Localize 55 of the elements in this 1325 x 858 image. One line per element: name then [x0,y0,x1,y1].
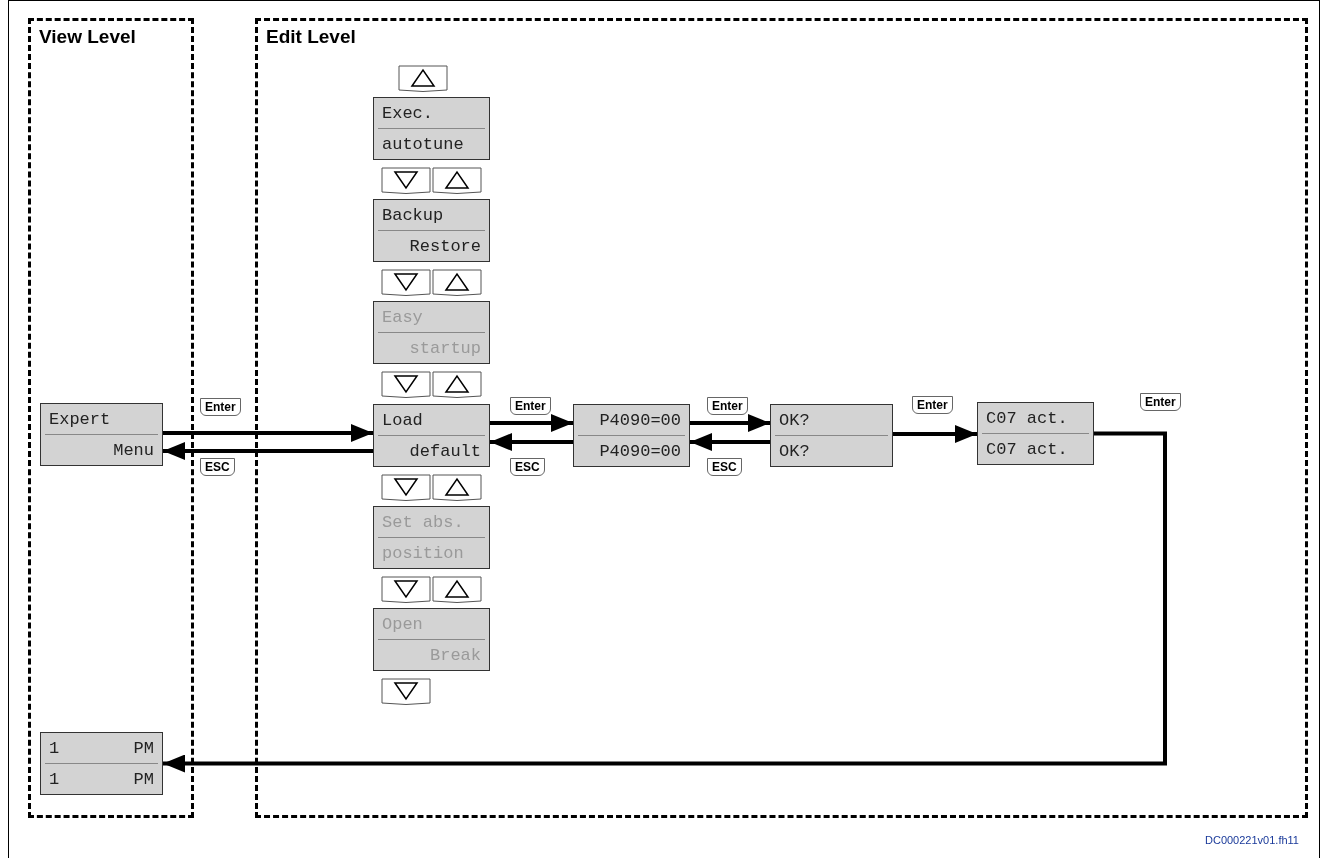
display-box [573,404,690,467]
display-text: Open [381,615,424,633]
display-text: Exec. [381,104,434,122]
arrow [490,414,573,432]
display-text: OK? [778,442,811,460]
display-text: Set abs. [381,513,465,531]
arrow [163,424,373,442]
display-box [770,404,893,467]
display-text: 1 [48,739,61,757]
display-text: C07 act. [985,409,1069,427]
key-label: Enter [510,397,551,415]
region-title: View Level [39,25,136,49]
display-text: Restore [408,237,482,255]
display-text: P4090=00 [598,442,682,460]
display-box [977,402,1094,465]
arrow [490,433,573,451]
display-box [373,404,490,467]
display-text: P4090=00 [598,411,682,429]
display-box [373,97,490,160]
display-box [373,301,490,364]
display-text: Load [381,411,424,429]
display-box [40,403,163,466]
file-reference: DC000221v01.fh11 [1205,833,1299,848]
key-label: ESC [510,458,545,476]
arrow [163,431,1167,773]
key-label: Enter [912,396,953,414]
display-box [373,506,490,569]
display-box [40,732,163,795]
arrow [893,425,977,443]
arrow [163,442,373,460]
display-text: Break [429,646,482,664]
display-box [373,199,490,262]
display-text: PM [132,739,155,757]
arrow [690,414,770,432]
display-text: PM [132,770,155,788]
display-text: startup [408,339,482,357]
display-text: Expert [48,410,112,428]
display-box [373,608,490,671]
arrow [690,433,770,451]
key-label: Enter [1140,393,1181,411]
display-text: 1 [48,770,61,788]
dashed-region [28,18,194,818]
key-label: Enter [200,398,241,416]
key-label: Enter [707,397,748,415]
display-text: OK? [778,411,811,429]
display-text: default [408,442,482,460]
key-label: ESC [200,458,235,476]
display-text: Menu [112,441,155,459]
region-title: Edit Level [266,25,356,49]
display-text: position [381,544,465,562]
key-label: ESC [707,458,742,476]
display-text: Backup [381,206,445,224]
display-text: C07 act. [985,440,1069,458]
display-text: Easy [381,308,424,326]
display-text: autotune [381,135,465,153]
